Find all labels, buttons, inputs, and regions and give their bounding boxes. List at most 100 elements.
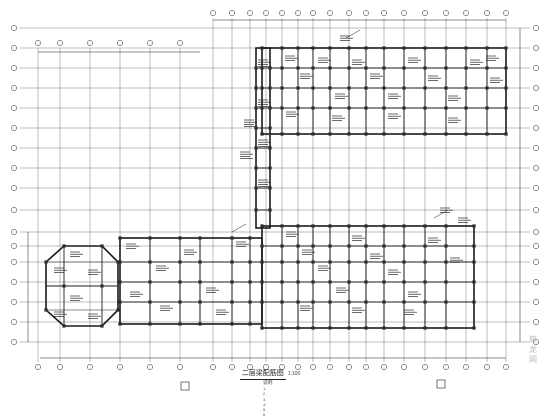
column-icon (260, 46, 264, 50)
column-icon (260, 106, 264, 110)
column-icon (472, 244, 476, 248)
column-icon (280, 86, 284, 90)
column-icon (364, 224, 368, 228)
column-icon (178, 300, 182, 304)
column-icon (248, 300, 252, 304)
column-icon (296, 132, 300, 136)
column-icon (382, 300, 386, 304)
column-icon (44, 260, 48, 264)
column-icon (62, 244, 66, 248)
column-icon (382, 106, 386, 110)
column-icon (382, 244, 386, 248)
column-icon (464, 66, 468, 70)
axis-bubble-icon (503, 364, 509, 370)
axis-bubble-icon (11, 243, 17, 249)
column-icon (444, 300, 448, 304)
column-icon (485, 132, 489, 136)
column-icon (268, 166, 272, 170)
column-icon (347, 46, 351, 50)
column-icon (311, 86, 315, 90)
axis-bubble-icon (401, 364, 407, 370)
axis-bubble-icon (346, 10, 352, 16)
column-icon (62, 324, 66, 328)
column-icon (347, 106, 351, 110)
column-icon (485, 46, 489, 50)
column-icon (402, 326, 406, 330)
column-icon (382, 224, 386, 228)
column-icon (423, 260, 427, 264)
axis-bubble-icon (247, 364, 253, 370)
column-icon (254, 166, 258, 170)
column-icon (504, 106, 508, 110)
column-icon (260, 132, 264, 136)
column-icon (311, 106, 315, 110)
column-icon (504, 66, 508, 70)
axis-bubble-icon (247, 10, 253, 16)
column-icon (296, 106, 300, 110)
column-icon (280, 300, 284, 304)
axis-bubble-icon (381, 364, 387, 370)
column-icon (268, 66, 272, 70)
column-icon (296, 66, 300, 70)
axis-bubble-icon (401, 10, 407, 16)
column-icon (364, 86, 368, 90)
column-icon (485, 86, 489, 90)
watermark-text: 龙 (529, 345, 537, 354)
column-icon (260, 244, 264, 248)
watermark-text: 筑 (529, 335, 537, 344)
column-icon (280, 66, 284, 70)
column-icon (328, 132, 332, 136)
column-icon (423, 86, 427, 90)
column-icon (44, 308, 48, 312)
column-icon (118, 322, 122, 326)
column-icon (444, 46, 448, 50)
column-icon (423, 244, 427, 248)
column-icon (230, 300, 234, 304)
axis-bubble-icon (11, 207, 17, 213)
column-icon (402, 244, 406, 248)
axis-bubble-icon (327, 10, 333, 16)
column-icon (504, 46, 508, 50)
column-icon (311, 260, 315, 264)
axis-bubble-icon (177, 364, 183, 370)
axis-bubble-icon (11, 145, 17, 151)
column-icon (280, 244, 284, 248)
column-icon (260, 86, 264, 90)
axis-bubble-icon (463, 364, 469, 370)
column-icon (296, 86, 300, 90)
column-icon (444, 244, 448, 248)
column-icon (485, 106, 489, 110)
axis-bubble-icon (310, 10, 316, 16)
notes-heading: 说明: (263, 380, 274, 385)
column-icon (504, 132, 508, 136)
column-icon (347, 260, 351, 264)
column-icon (328, 224, 332, 228)
axis-bubble-icon (11, 339, 17, 345)
axis-bubble-icon (263, 10, 269, 16)
column-icon (230, 236, 234, 240)
column-icon (328, 244, 332, 248)
column-icon (268, 126, 272, 130)
column-icon (280, 224, 284, 228)
axis-bubble-icon (443, 364, 449, 370)
leader-line (433, 209, 449, 219)
column-icon (364, 66, 368, 70)
column-icon (280, 132, 284, 136)
note-line: 3. (263, 396, 267, 402)
column-icon (347, 300, 351, 304)
column-icon (248, 322, 252, 326)
column-icon (382, 132, 386, 136)
column-icon (464, 106, 468, 110)
column-icon (280, 280, 284, 284)
column-icon (382, 280, 386, 284)
beam-outline-connector (119, 237, 263, 325)
column-icon (364, 260, 368, 264)
column-icon (296, 280, 300, 284)
axis-bubble-icon (263, 364, 269, 370)
column-icon (148, 280, 152, 284)
axis-bubble-icon (533, 279, 539, 285)
column-icon (296, 326, 300, 330)
column-icon (423, 280, 427, 284)
column-icon (268, 186, 272, 190)
